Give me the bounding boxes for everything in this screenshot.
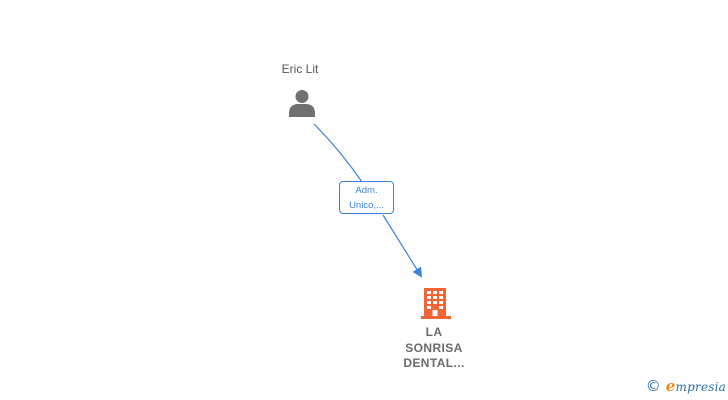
brand-rest: mpresia xyxy=(675,379,726,394)
person-icon[interactable] xyxy=(287,88,317,118)
edge-line-bottom xyxy=(382,214,423,278)
relation-label-line1: Adm. xyxy=(355,185,378,196)
person-name[interactable]: Eric Lit xyxy=(281,62,319,76)
brand-initial: e xyxy=(665,376,676,395)
brand-logo: empresia xyxy=(666,377,726,396)
edge-line-top xyxy=(313,123,363,183)
company-name-line3: DENTAL... xyxy=(403,356,465,370)
company-name[interactable]: LA SONRISA DENTAL... xyxy=(386,325,482,372)
relation-label-line2: Unico,... xyxy=(349,200,384,211)
footer-brand[interactable]: © empresia xyxy=(645,377,726,396)
building-icon[interactable] xyxy=(420,286,452,320)
company-name-line1: LA xyxy=(425,325,443,339)
copyright-icon: © xyxy=(645,377,661,395)
company-name-line2: SONRISA xyxy=(405,340,463,355)
relation-label[interactable]: Adm. Unico,... xyxy=(339,181,394,214)
